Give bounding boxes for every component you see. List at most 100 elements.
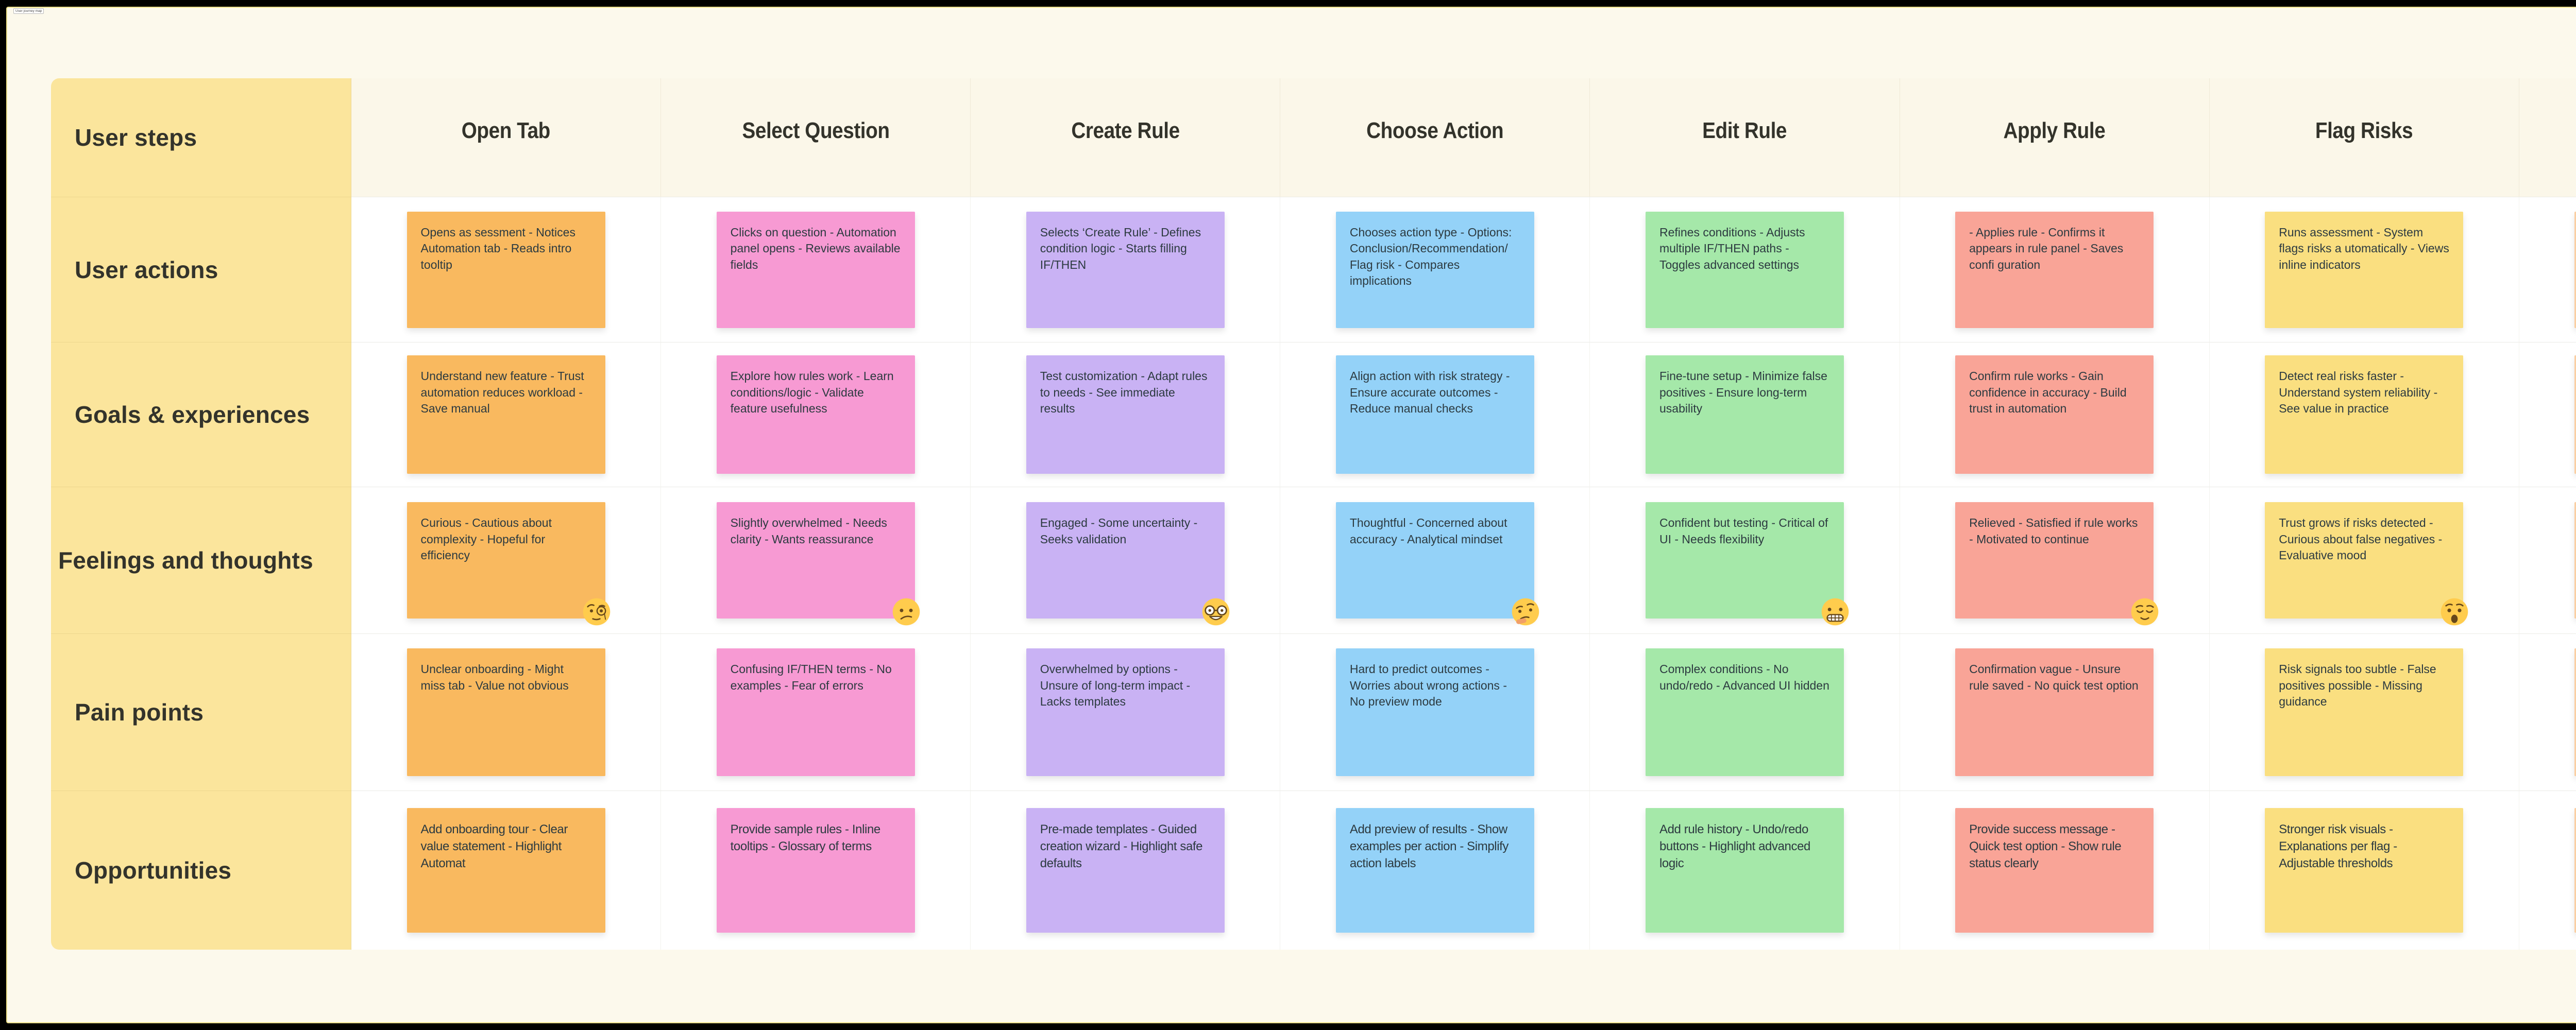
row-header-label: User actions bbox=[75, 256, 218, 283]
sticky-note[interactable]: Long list of risks - Info overload - Col… bbox=[2574, 648, 2576, 776]
row-header-label: Feelings and thoughts bbox=[58, 547, 313, 574]
column-title: Flag Risks bbox=[2315, 118, 2413, 143]
sticky-note[interactable]: Relieved - Satisfied if rule works - Mot… bbox=[1955, 502, 2159, 626]
monocle-face-emoji[interactable] bbox=[582, 597, 612, 627]
sticky-note[interactable]: Clicks on question - Automation panel op… bbox=[716, 211, 915, 328]
sticky-note-text: - Applies rule - Confirms it appears in … bbox=[1969, 225, 2124, 271]
sticky-note[interactable]: Align action with risk strategy - Ensure… bbox=[1335, 355, 1534, 474]
sticky-note[interactable]: Slightly overwhelmed - Needs clarity - W… bbox=[716, 502, 920, 626]
sticky-note-text: Risk signals too subtle - False positive… bbox=[2279, 662, 2436, 708]
row-header-user-steps: User steps bbox=[51, 78, 351, 197]
sticky-note[interactable]: Fine-tune setup - Minimize false positiv… bbox=[1645, 355, 1844, 474]
cell-create-rule-feelings: Engaged - Some uncertainty - Seeks valid… bbox=[971, 487, 1281, 633]
frame-label[interactable]: User journey map bbox=[13, 8, 44, 14]
sticky-note[interactable]: Explore how rules work - Learn condition… bbox=[716, 355, 915, 474]
sticky-note-text: Confident but testing - Critical of UI -… bbox=[1659, 516, 1828, 546]
column-title: Select Question bbox=[742, 118, 890, 143]
sticky-note-text: Curious - Cautious about complexity - Ho… bbox=[420, 516, 552, 562]
cell-edit-rule-pain-points: Complex conditions - No undo/redo - Adva… bbox=[1590, 633, 1900, 791]
sticky-note[interactable]: Complex conditions - No undo/redo - Adva… bbox=[1645, 648, 1844, 776]
cell-choose-action-user-actions: Chooses action type - Options: Conclusio… bbox=[1280, 197, 1590, 342]
sticky-note-text: Detect real risks faster - Understand sy… bbox=[2279, 369, 2438, 415]
sticky-note-text: Trust grows if risks detected - Curious … bbox=[2279, 516, 2443, 562]
open-mouth-face-emoji[interactable] bbox=[2439, 597, 2469, 627]
column-header-apply-rule: Apply Rule bbox=[1900, 78, 2210, 197]
sticky-note-text: Stronger risk visuals - Explanations per… bbox=[2279, 822, 2397, 870]
sticky-note[interactable]: Chooses action type - Options: Conclusio… bbox=[1335, 211, 1534, 328]
sticky-note[interactable]: Ensure coverage of all risks - Increase … bbox=[2574, 355, 2576, 474]
sticky-note[interactable]: Confident but testing - Critical of UI -… bbox=[1645, 502, 1849, 626]
sticky-note[interactable]: Pre-made templates - Guided creation wiz… bbox=[1026, 808, 1225, 933]
cell-review-user-actions: Reviews flagged risks - Reads contextual… bbox=[2519, 197, 2576, 342]
sticky-note[interactable]: Confirmation vague - Unsure rule saved -… bbox=[1955, 648, 2154, 776]
nerd-face-emoji[interactable] bbox=[1201, 597, 1231, 627]
sticky-note[interactable]: Refines conditions - Adjusts multiple IF… bbox=[1645, 211, 1844, 328]
sticky-note[interactable]: Detect real risks faster - Understand sy… bbox=[2265, 355, 2464, 474]
sticky-note[interactable]: Confirm rule works - Gain confidence in … bbox=[1955, 355, 2154, 474]
sticky-note[interactable]: Test customization - Adapt rules to need… bbox=[1026, 355, 1225, 474]
cell-edit-rule-user-actions: Refines conditions - Adjusts multiple IF… bbox=[1590, 197, 1900, 342]
sticky-note-text: Confirmation vague - Unsure rule saved -… bbox=[1969, 662, 2139, 692]
sticky-note[interactable]: Provide sample rules - Inline tooltips -… bbox=[716, 808, 915, 933]
cell-edit-rule-goals: Fine-tune setup - Minimize false positiv… bbox=[1590, 342, 1900, 487]
sticky-note-text: Confirm rule works - Gain confidence in … bbox=[1969, 369, 2127, 415]
sticky-note-text: Overwhelmed by options - Unsure of long-… bbox=[1040, 662, 1191, 708]
sticky-note[interactable]: Responsible - Focused on compliance - Wa… bbox=[2574, 502, 2576, 619]
sticky-note[interactable]: Confusing IF/THEN terms - No examples - … bbox=[716, 648, 915, 776]
column-title: Apply Rule bbox=[2003, 118, 2106, 143]
sticky-note[interactable]: Stronger risk visuals - Explanations per… bbox=[2265, 808, 2464, 933]
cell-edit-rule-opportunities: Add rule history - Undo/redo buttons - H… bbox=[1590, 791, 1900, 950]
relieved-face-emoji[interactable] bbox=[2130, 597, 2160, 627]
sticky-note[interactable]: Add onboarding tour - Clear value statem… bbox=[406, 808, 605, 933]
sticky-note[interactable]: Thoughtful - Concerned about accuracy - … bbox=[1335, 502, 1539, 626]
sticky-note-text: Align action with risk strategy - Ensure… bbox=[1349, 369, 1510, 415]
sticky-note[interactable]: Understand new feature - Trust automatio… bbox=[406, 355, 605, 474]
sticky-note-text: Thoughtful - Concerned about accuracy - … bbox=[1349, 516, 1507, 546]
sticky-note-text: Understand new feature - Trust automatio… bbox=[420, 369, 584, 415]
sticky-note[interactable]: Risk signals too subtle - False positive… bbox=[2265, 648, 2464, 776]
sticky-note-text: Selects ‘Create Rule’ - Defines conditio… bbox=[1040, 225, 1201, 271]
sticky-note-text: Confusing IF/THEN terms - No examples - … bbox=[730, 662, 892, 692]
cell-apply-rule-pain-points: Confirmation vague - Unsure rule saved -… bbox=[1900, 633, 2210, 791]
sticky-note-text: Engaged - Some uncertainty - Seeks valid… bbox=[1040, 516, 1198, 546]
sticky-note[interactable]: - Applies rule - Confirms it appears in … bbox=[1955, 211, 2154, 328]
sticky-note[interactable]: Group risks by severity - Add filters - … bbox=[2574, 808, 2576, 933]
row-header-feelings-and-thoughts: Feelings and thoughts bbox=[51, 487, 351, 633]
column-header-create-rule: Create Rule bbox=[971, 78, 1281, 197]
thinking-face-emoji[interactable] bbox=[1511, 597, 1540, 627]
sticky-note[interactable]: Selects ‘Create Rule’ - Defines conditio… bbox=[1026, 211, 1225, 328]
sticky-note[interactable]: Opens as sessment - Notices Automation t… bbox=[406, 211, 605, 328]
sticky-note-text: Chooses action type - Options: Conclusio… bbox=[1349, 225, 1512, 288]
sticky-note[interactable]: Provide success message - Quick test opt… bbox=[1955, 808, 2154, 933]
sticky-note[interactable]: Curious - Cautious about complexity - Ho… bbox=[406, 502, 610, 626]
row-header-label: Opportunities bbox=[75, 857, 232, 884]
sticky-note[interactable]: Runs assessment - System flags risks a u… bbox=[2265, 211, 2464, 328]
sticky-note[interactable]: Engaged - Some uncertainty - Seeks valid… bbox=[1026, 502, 1230, 626]
cell-apply-rule-opportunities: Provide success message - Quick test opt… bbox=[1900, 791, 2210, 950]
confused-face-emoji[interactable] bbox=[891, 597, 921, 627]
cell-select-question-goals: Explore how rules work - Learn condition… bbox=[661, 342, 971, 487]
column-header-select-question: Select Question bbox=[661, 78, 971, 197]
sticky-note-text: Slightly overwhelmed - Needs clarity - W… bbox=[730, 516, 887, 546]
sticky-note-text: Explore how rules work - Learn condition… bbox=[730, 369, 894, 415]
sticky-note-text: Fine-tune setup - Minimize false positiv… bbox=[1659, 369, 1827, 415]
sticky-note-text: Add rule history - Undo/redo buttons - H… bbox=[1659, 822, 1810, 870]
row-header-pain-points: Pain points bbox=[51, 633, 351, 791]
cell-create-rule-opportunities: Pre-made templates - Guided creation wiz… bbox=[971, 791, 1281, 950]
sticky-note[interactable]: Trust grows if risks detected - Curious … bbox=[2265, 502, 2468, 626]
sticky-note[interactable]: Reviews flagged risks - Reads contextual… bbox=[2574, 211, 2576, 328]
row-header-user-actions: User actions bbox=[51, 197, 351, 342]
grimacing-face-emoji[interactable] bbox=[1820, 597, 1850, 627]
sticky-note[interactable]: Add preview of results - Show examples p… bbox=[1335, 808, 1534, 933]
sticky-note[interactable]: Overwhelmed by options - Unsure of long-… bbox=[1026, 648, 1225, 776]
cell-edit-rule-feelings: Confident but testing - Critical of UI -… bbox=[1590, 487, 1900, 633]
column-header-open-tab: Open Tab bbox=[351, 78, 662, 197]
cell-review-feelings: Responsible - Focused on compliance - Wa… bbox=[2519, 487, 2576, 633]
sticky-note[interactable]: Unclear onboarding - Might miss tab - Va… bbox=[406, 648, 605, 776]
sticky-note-text: Clicks on question - Automation panel op… bbox=[730, 225, 901, 271]
sticky-note[interactable]: Add rule history - Undo/redo buttons - H… bbox=[1645, 808, 1844, 933]
cell-apply-rule-user-actions: - Applies rule - Confirms it appears in … bbox=[1900, 197, 2210, 342]
sticky-note[interactable]: Hard to predict outcomes - Worries about… bbox=[1335, 648, 1534, 776]
sticky-note-text: Relieved - Satisfied if rule works - Mot… bbox=[1969, 516, 2138, 546]
cell-open-tab-pain-points: Unclear onboarding - Might miss tab - Va… bbox=[351, 633, 662, 791]
